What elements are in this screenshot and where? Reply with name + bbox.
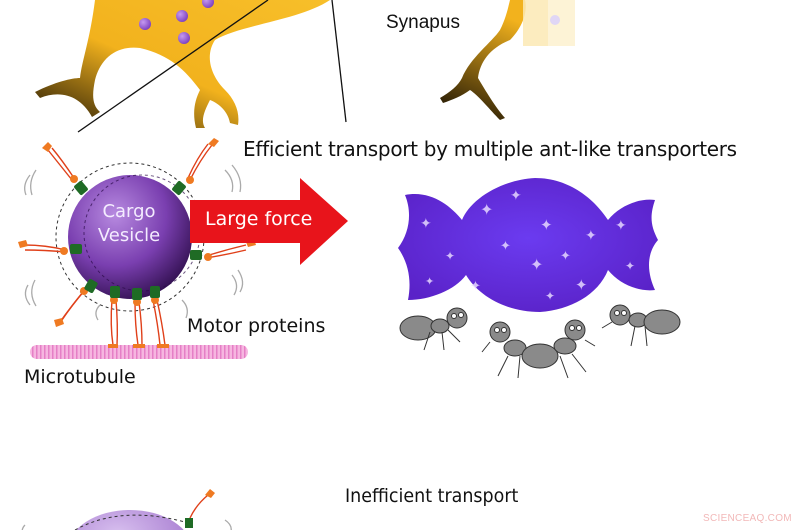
svg-text:✦: ✦	[560, 248, 571, 263]
ant-right	[601, 304, 681, 347]
cargo-label-line1: Cargo	[102, 201, 156, 222]
efficient-transport-title: Efficient transport by multiple ant-like…	[243, 137, 737, 161]
svg-text:✦: ✦	[530, 257, 543, 274]
microtubule-label: Microtubule	[24, 366, 136, 388]
cargo-vesicle	[68, 175, 192, 299]
large-force-label: Large force	[205, 208, 313, 230]
svg-text:✦: ✦	[425, 276, 434, 288]
svg-text:✦: ✦	[480, 202, 493, 219]
connector-line	[77, 0, 269, 133]
svg-text:✦: ✦	[545, 289, 555, 303]
svg-text:✦: ✦	[500, 238, 511, 253]
connector-line	[331, 0, 347, 123]
motor-proteins	[18, 138, 256, 348]
motor-proteins-label: Motor proteins	[187, 315, 326, 337]
ant-middle-left	[481, 321, 559, 379]
svg-text:✦: ✦	[625, 259, 635, 273]
inefficient-vesicle-partial	[21, 489, 232, 530]
cargo-vesicle-label: Cargo Vesicle	[70, 200, 188, 248]
watermark: SCIENCEAQ.COM	[703, 513, 792, 524]
svg-text:✦: ✦	[540, 217, 553, 234]
svg-text:✦: ✦	[445, 249, 455, 263]
svg-text:✦: ✦	[585, 227, 597, 243]
large-force-arrow	[190, 178, 348, 265]
svg-text:✦: ✦	[510, 187, 522, 203]
ant-middle-right	[553, 319, 596, 379]
candy-cargo-illustration: ✦ ✦ ✦ ✦ ✦ ✦ ✦ ✦ ✦ ✦ ✦ ✦ ✦ ✦ ✦	[398, 178, 658, 312]
motion-arcs	[24, 164, 244, 321]
svg-text:✦: ✦	[470, 278, 481, 293]
svg-text:✦: ✦	[575, 277, 588, 294]
svg-text:✦: ✦	[420, 215, 432, 231]
svg-text:✦: ✦	[615, 217, 627, 233]
ant-left	[399, 307, 468, 351]
neuron-left-illustration	[35, 0, 330, 128]
cargo-label-line2: Vesicle	[97, 225, 161, 246]
neuron-right-illustration	[440, 0, 575, 120]
synapse-label: Synapus	[386, 12, 460, 33]
inefficient-transport-title: Inefficient transport	[345, 485, 519, 507]
microtubule	[30, 345, 248, 359]
ant-transporters	[399, 304, 681, 379]
